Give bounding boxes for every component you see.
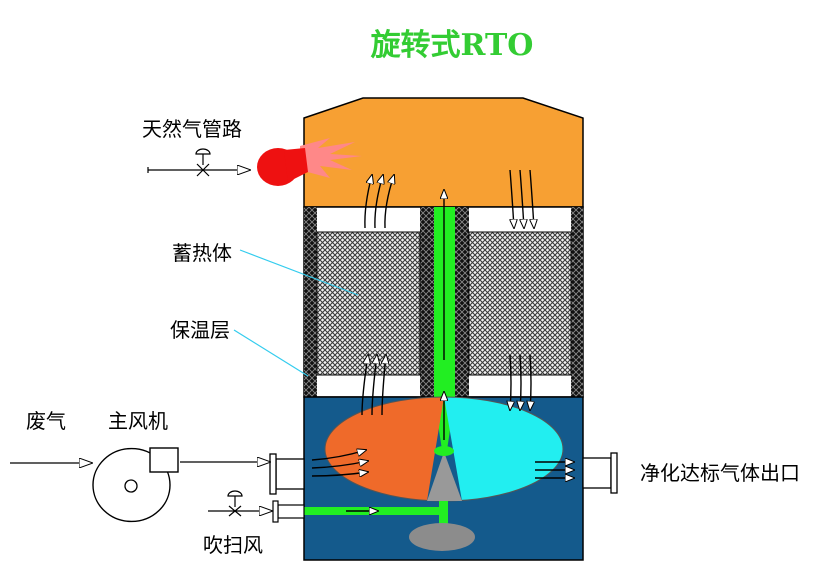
gas-pipe [147,167,250,173]
inlet-flow-arrows [311,450,368,476]
rotor-base [409,523,475,551]
heat-storage-label: 蓄热体 [172,241,232,265]
arrow-icon [364,175,372,229]
outlet-flow-arrows [535,462,574,478]
arrow-icon [530,354,531,410]
insulation-leader-line [233,329,309,377]
arrow-icon [311,461,368,469]
valve-icon [227,490,243,517]
arrow-icon [374,175,383,229]
diagram-title: 旋转式RTO [371,28,534,63]
purge-nozzle [272,500,305,523]
rotor-shaft [439,501,448,535]
heat-storage-media-right [468,231,572,376]
arrow-icon [509,169,514,228]
heat-storage-media-left [316,231,421,376]
rotor-inlet-half [325,397,444,501]
rotor-hub [434,446,454,456]
insulation-left [304,207,317,397]
fan-icon [92,447,179,523]
insulation-center-right [455,207,469,397]
valve-icon [195,148,211,177]
gas-pipe-label: 天然气管路 [142,117,242,141]
arrow-icon [382,355,386,416]
arrow-icon [510,354,511,410]
arrow-icon [519,169,524,228]
burner-icon [257,148,308,186]
insulation-center-left [420,207,434,397]
arrow-icon [529,169,534,228]
arrow-icon [520,354,521,410]
outlet-label: 净化达标气体出口 [640,461,800,485]
waste-gas-label: 废气 [26,409,66,433]
purge-air-label: 吹扫风 [203,533,263,557]
main-fan-label: 主风机 [108,409,168,433]
arrow-icon [384,175,394,229]
rotor-gap [427,452,462,501]
insulation-right [571,207,583,397]
heat-storage-leader-line [239,249,359,296]
arrow-icon [371,355,377,416]
arrow-icon [361,355,368,416]
flame-icon [300,138,362,178]
outlet-nozzle [582,452,618,494]
insulation-label: 保温层 [170,318,230,342]
right-downflow-arrows [509,169,534,410]
inlet-nozzle [269,453,305,495]
arrow-icon [311,450,366,461]
rotor-outlet-half [444,397,563,501]
arrow-icon [311,472,368,476]
left-upflow-arrows [361,175,394,416]
